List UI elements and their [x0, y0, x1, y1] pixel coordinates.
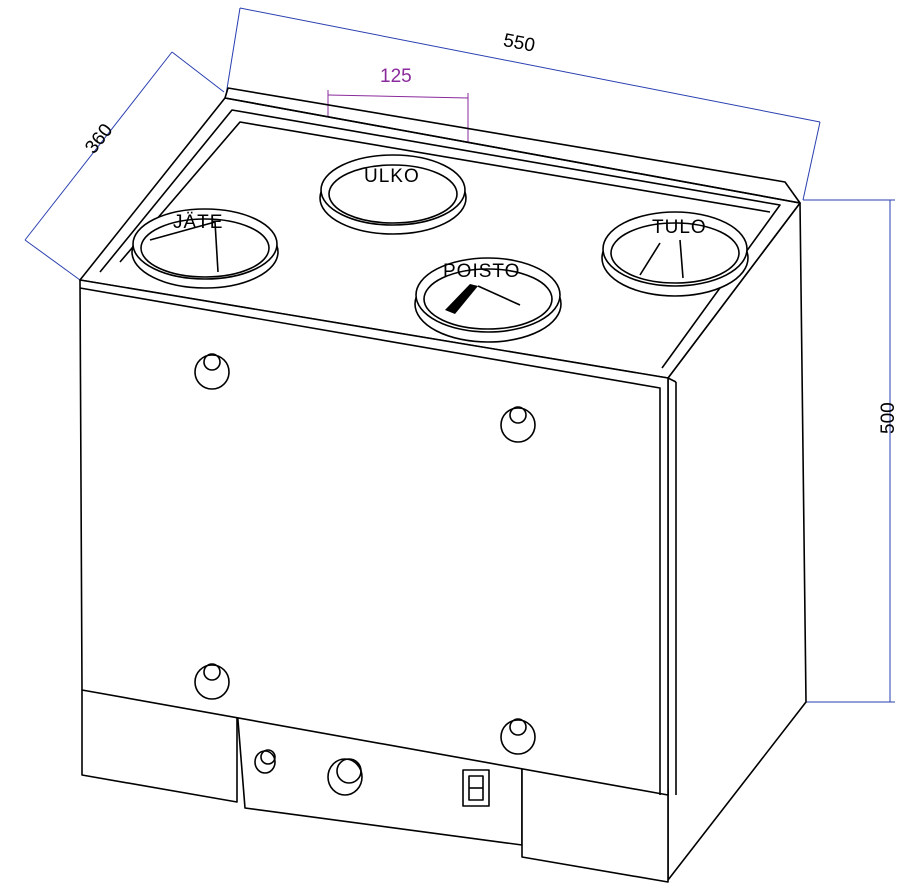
- damper-blade: [445, 284, 478, 314]
- dimension-duct-label: 125: [380, 66, 412, 87]
- duct-tulo: TULO: [601, 211, 749, 297]
- rocker-switch: [462, 769, 490, 807]
- duct-ulko: ULKO: [319, 154, 467, 235]
- dimension-height-label: 500: [878, 402, 899, 434]
- port-label-poisto: POISTO: [443, 261, 520, 282]
- port-label-ulko: ULKO: [364, 166, 420, 187]
- port-label-tulo: TULO: [652, 217, 707, 238]
- knob-bottom-right: [500, 718, 536, 755]
- dimension-height: 500: [803, 199, 899, 703]
- rotary-switch: [327, 758, 363, 796]
- knob-top-left: [194, 353, 230, 390]
- top-rear-rim: [224, 87, 801, 204]
- dimension-depth-label: 360: [81, 120, 117, 158]
- duct-poisto: POISTO: [414, 257, 562, 343]
- knob-bottom-left: [194, 663, 230, 700]
- knob-top-right: [500, 406, 536, 443]
- dimension-width-label: 550: [501, 30, 536, 57]
- port-label-jate: JÄTE: [173, 212, 223, 233]
- small-button: [254, 749, 276, 774]
- dimension-width: 550: [225, 7, 821, 201]
- duct-jate: JÄTE: [131, 208, 279, 289]
